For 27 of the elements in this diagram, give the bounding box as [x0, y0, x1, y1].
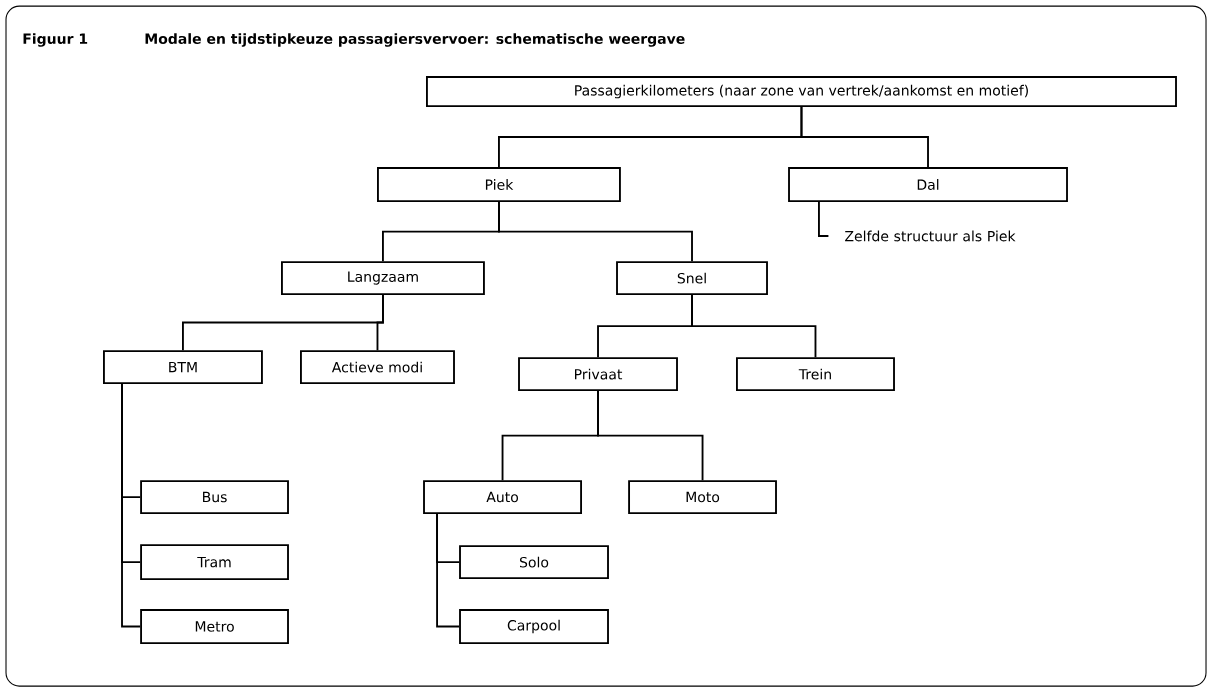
category-box: Passagierkilometers (naar zone van vertrek/aankomst en motief) [426, 76, 1177, 108]
connector [597, 390, 704, 482]
figure-number: Figuur 1 [23, 33, 88, 47]
category-box: BTM [103, 350, 263, 384]
category-box: Auto [423, 480, 582, 514]
connector [691, 294, 817, 359]
title: Modale en tijdstipkeuze passagiersvervoer: schematische weergave [145, 33, 685, 47]
connector [800, 106, 929, 168]
category-box: Metro [140, 609, 289, 644]
connector [498, 201, 693, 263]
category-box: Langzaam [281, 261, 485, 296]
category-box: Carpool [459, 609, 609, 644]
connector [376, 294, 384, 352]
note-text: Zelfde structuur als Piek [845, 230, 1016, 242]
category-box: Bus [140, 480, 289, 514]
connector [121, 383, 142, 628]
connector [436, 513, 460, 628]
category-box: Tram [140, 544, 289, 581]
category-box: Solo [459, 545, 609, 580]
category-box: Dal [788, 167, 1068, 202]
connector [818, 201, 830, 237]
category-box: Actieve modi [300, 350, 455, 384]
category-box: Snel [616, 261, 768, 296]
category-box: Piek [377, 167, 621, 202]
category-box: Trein [736, 357, 895, 392]
category-box: Moto [628, 480, 777, 514]
category-box: Privaat [518, 357, 678, 392]
